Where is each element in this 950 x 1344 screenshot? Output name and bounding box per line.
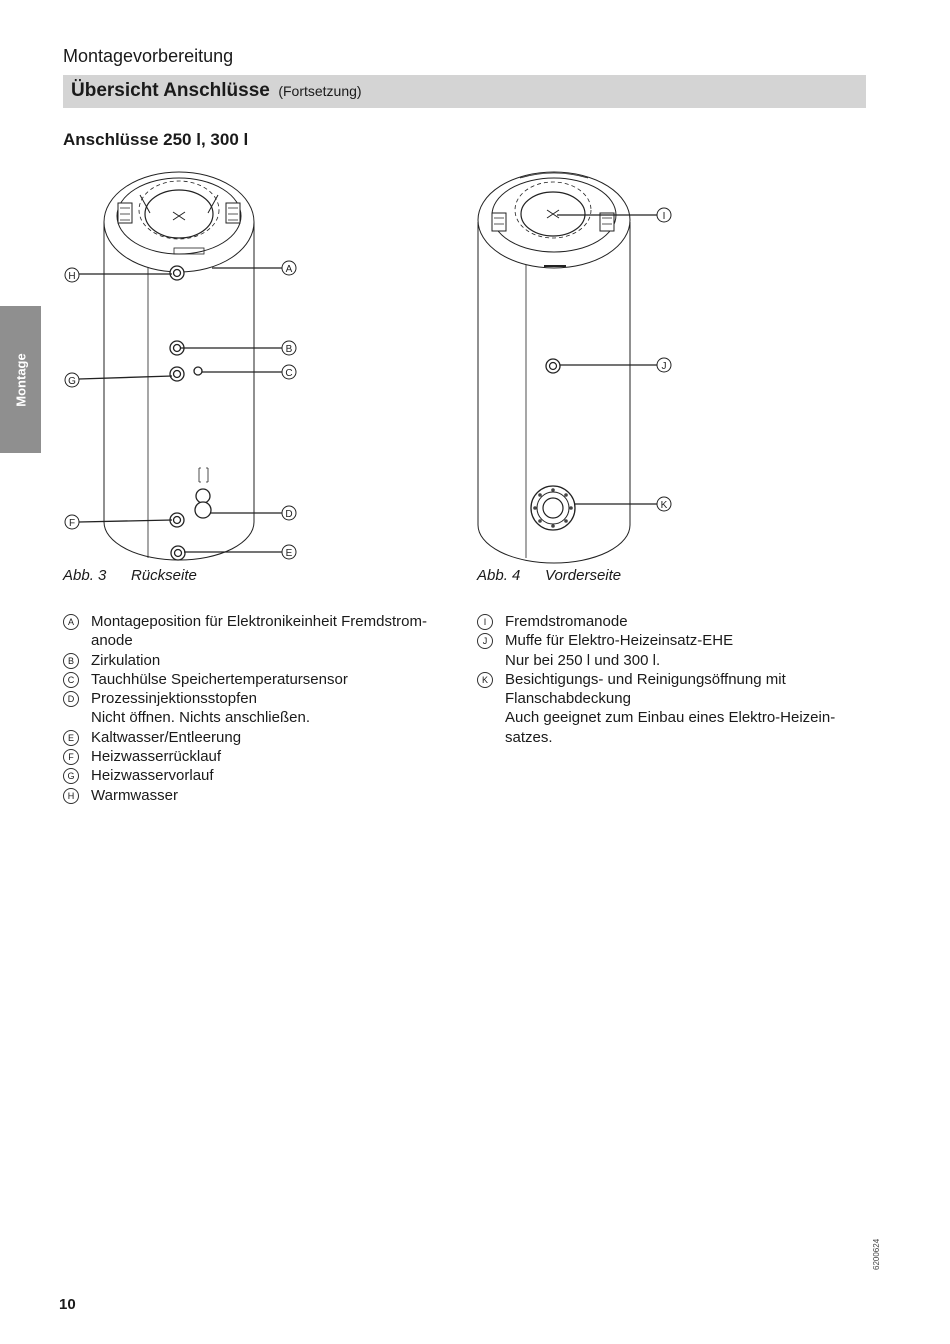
legend-key: A	[63, 614, 79, 630]
callout-K: K	[656, 496, 672, 512]
page-title-suffix: (Fortsetzung)	[278, 83, 362, 99]
callout-G: G	[64, 372, 80, 388]
svg-text:E: E	[286, 548, 293, 559]
legend-item-H: H Warmwasser	[63, 786, 463, 805]
callout-C: C	[281, 364, 297, 380]
legend-text: Kaltwasser/Entleerung	[91, 728, 242, 746]
legend-key: I	[477, 614, 493, 630]
callout-A: A	[281, 260, 297, 276]
callout-F: F	[64, 514, 80, 530]
legend-key: F	[63, 749, 79, 766]
page-number: 10	[59, 1296, 76, 1313]
legend-item-A: A Montageposition für Elektronikeinheit F…	[63, 612, 463, 631]
legend-item-J: J Muffe für Elektro-Heizeinsatz-EHE	[477, 631, 877, 650]
title-band: Übersicht Anschlüsse (Fortsetzung)	[63, 75, 866, 108]
legend-text-cont: Nicht öffnen. Nichts anschließen.	[91, 709, 311, 727]
callout-H: H	[64, 267, 80, 283]
page-title: Übersicht Anschlüsse	[71, 80, 270, 101]
legend-text-cont: Nur bei 250 l und 300 l.	[505, 651, 661, 669]
legend-text: Montageposition für Elektronikeinheit Fr…	[91, 613, 427, 630]
legend-text: Warmwasser	[91, 786, 178, 804]
callout-B: B	[281, 340, 297, 356]
svg-text:I: I	[663, 211, 666, 222]
legend-key: D	[63, 691, 79, 708]
legend-key: C	[63, 671, 79, 688]
svg-text:C: C	[285, 368, 292, 379]
legend-text: Tauchhülse Speichertemperatursensor	[91, 670, 348, 688]
callout-D: D	[281, 505, 297, 521]
svg-text:B: B	[286, 344, 293, 355]
svg-text:F: F	[69, 518, 75, 529]
figure-number: Abb. 4	[477, 567, 521, 584]
legend-key: J	[477, 633, 493, 650]
figure-caption-3: Abb. 3 Rückseite	[63, 567, 197, 584]
legend-left: A Montageposition für Elektronikeinheit F…	[63, 612, 463, 805]
figure-title: Rückseite	[131, 567, 197, 584]
legend-text-cont: Flanschabdeckung	[505, 690, 631, 708]
legend-text-cont: satzes.	[505, 728, 553, 746]
legend-key: E	[63, 729, 79, 746]
legend-key: G	[63, 768, 79, 785]
side-tab[interactable]: Montage	[0, 306, 41, 453]
legend-item-K: K Besichtigungs- und Reinigungsöffnung mi…	[477, 670, 877, 689]
figure-number: Abb. 3	[63, 567, 107, 584]
svg-text:A: A	[286, 264, 293, 275]
side-tab-label: Montage	[13, 352, 28, 407]
callout-E: E	[281, 544, 297, 560]
figure-front-view: I J K	[477, 171, 672, 564]
callout-I: I	[656, 207, 672, 223]
legend-item-C: C Tauchhülse Speichertemperatursensor	[63, 670, 463, 689]
svg-text:K: K	[661, 500, 668, 511]
legend-item-B: B Zirkulation	[63, 651, 463, 670]
legend-text: Heizwasserrücklauf	[91, 748, 222, 766]
legend-text: Prozessinjektionsstopfen	[91, 690, 257, 708]
legend-item-F: F Heizwasserrücklauf	[63, 747, 463, 766]
legend-key: H	[63, 787, 79, 804]
legend-text: Zirkulation	[91, 651, 161, 669]
legend-item-E: E Kaltwasser/Entleerung	[63, 728, 463, 747]
svg-text:G: G	[68, 376, 76, 387]
svg-text:D: D	[285, 509, 292, 520]
legend-text-cont: Auch geeignet zum Einbau eines Elektro-H…	[505, 709, 836, 727]
legend-text: Muffe für Elektro-Heizeinsatz-EHE	[505, 632, 734, 650]
svg-text:H: H	[68, 271, 75, 282]
legend-text: Besichtigungs- und Reinigungsöffnung mit	[505, 670, 786, 688]
legend-key: K	[477, 671, 493, 688]
section-title: Montagevorbereitung	[63, 46, 234, 66]
figure-caption-4: Abb. 4 Vorderseite	[477, 567, 621, 584]
legend-text: Heizwasservorlauf	[91, 767, 214, 785]
legend-right: I Fremdstromanode J Muffe für Elektro-Heiz…	[477, 612, 877, 747]
subheading: Anschlüsse 250 l, 300 l	[63, 130, 249, 149]
svg-text:J: J	[662, 361, 667, 372]
legend-text-cont: anode	[91, 632, 133, 650]
figure-rear-view: H G F A B C D E	[64, 171, 297, 561]
legend-key: B	[63, 652, 79, 669]
legend-item-D: D Prozessinjektionsstopfen	[63, 689, 463, 708]
figure-title: Vorderseite	[545, 567, 622, 584]
legend-text: Fremdstromanode	[505, 613, 628, 630]
document-code: 6200624	[872, 1238, 881, 1270]
callout-J: J	[656, 357, 672, 373]
legend-item-G: G Heizwasservorlauf	[63, 766, 463, 785]
legend-item-I: I Fremdstromanode	[477, 612, 877, 631]
